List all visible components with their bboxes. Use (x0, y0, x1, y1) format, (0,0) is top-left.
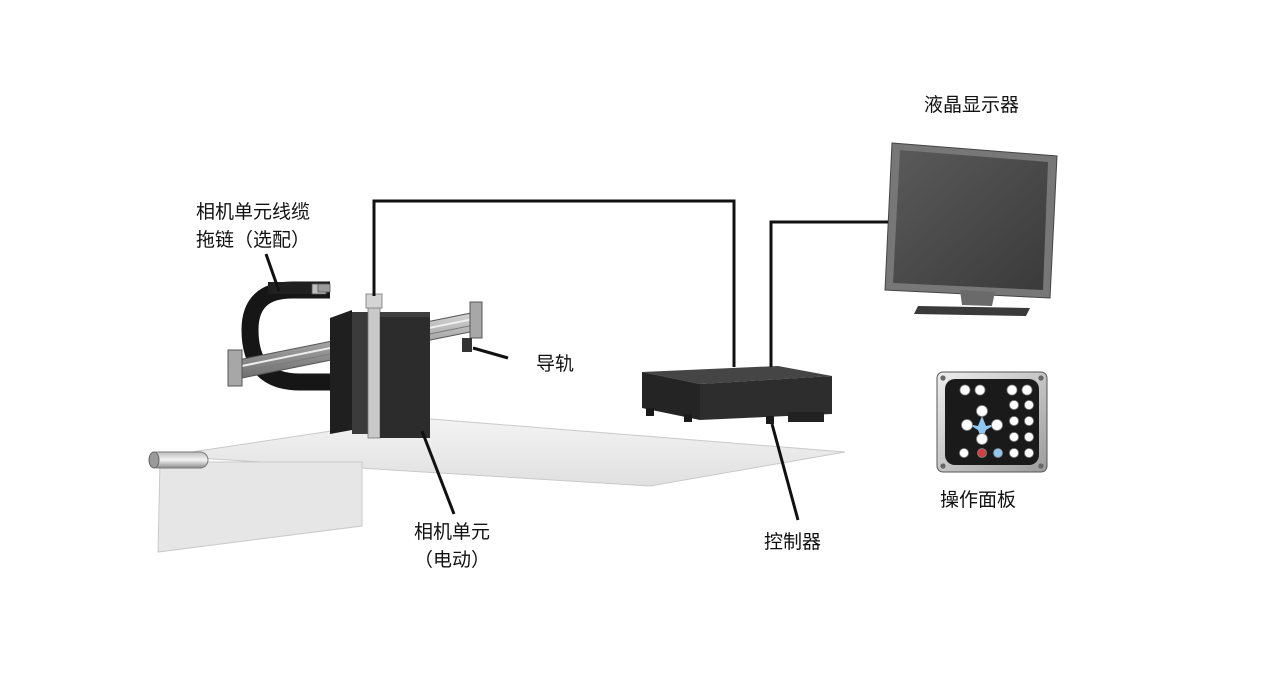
connection-cables (372, 199, 888, 367)
leader-camera-unit (420, 430, 456, 515)
cable-camera-to-controller (372, 199, 736, 367)
controller-body (642, 366, 832, 424)
label-camera-unit-line2: （电动） (413, 549, 490, 571)
label-operation-panel: 操作面板 (940, 486, 1016, 514)
label-lcd-monitor: 液晶显示器 (924, 91, 1019, 119)
leader-cable-chain (264, 253, 281, 292)
operation-panel-device (936, 371, 1048, 473)
label-lcd-monitor-text: 液晶显示器 (924, 94, 1020, 116)
label-camera-cable-chain: 相机单元线缆 拖链（选配） (196, 198, 310, 254)
film-roll (148, 451, 209, 469)
label-controller-text: 控制器 (764, 531, 822, 553)
leader-controller (770, 423, 800, 521)
leader-lines (264, 253, 800, 521)
label-guide-rail: 导轨 (536, 350, 574, 378)
label-guide-rail-text: 导轨 (536, 353, 575, 375)
lcd-monitor (884, 142, 1058, 316)
cable-controller-to-monitor (769, 220, 888, 367)
camera-unit-body (330, 293, 430, 439)
label-operation-panel-text: 操作面板 (940, 489, 1017, 511)
label-camera-cable-chain-line1: 相机单元线缆 (196, 201, 311, 223)
label-camera-unit: 相机单元 （电动） (392, 518, 512, 574)
label-controller: 控制器 (764, 528, 821, 556)
leader-guide-rail (472, 346, 509, 360)
label-camera-unit-line1: 相机单元 (413, 521, 490, 543)
label-camera-cable-chain-line2: 拖链（选配） (196, 229, 311, 251)
